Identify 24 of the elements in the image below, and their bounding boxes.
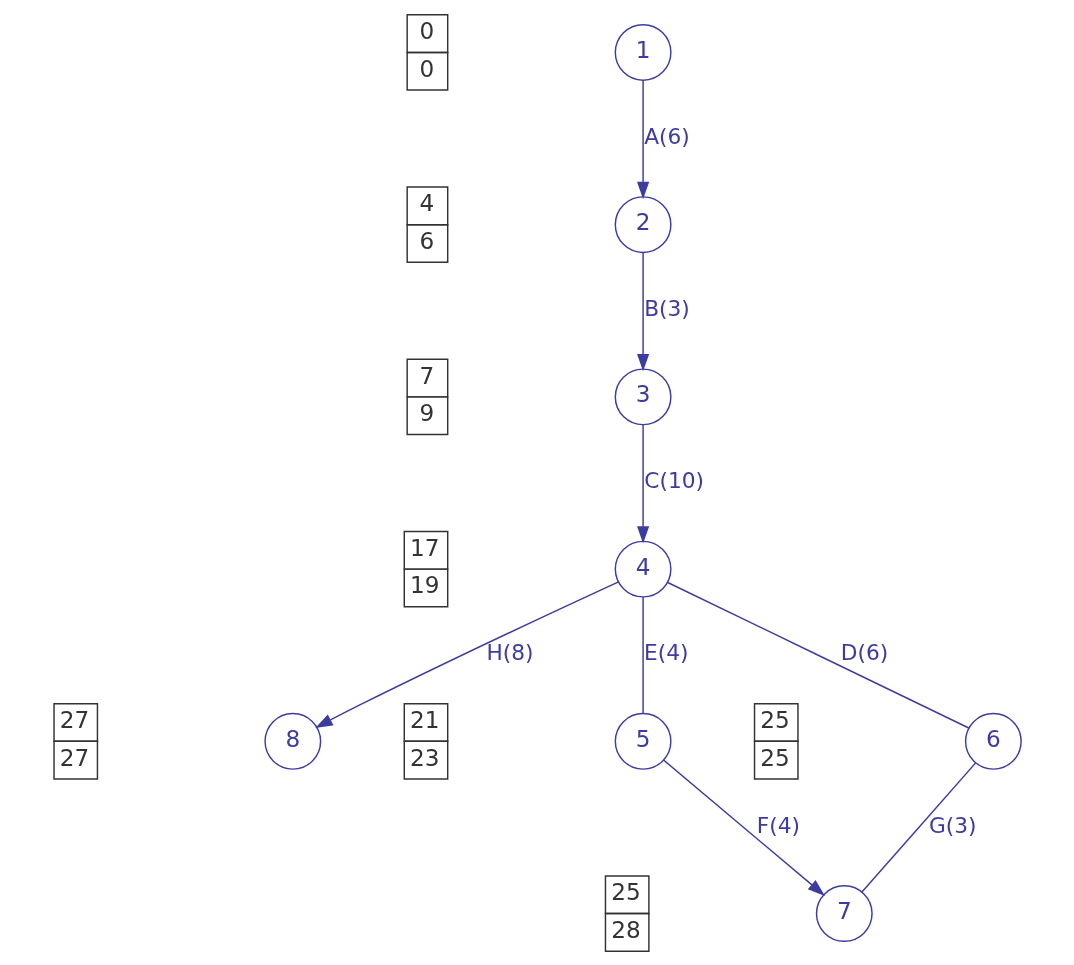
node-label: 27 [59,706,89,733]
edge-label: C(10) [643,467,704,493]
edge-label: G(3) [928,812,977,838]
node-label: 25 [759,744,790,771]
node-label: 6 [418,227,434,254]
node-label: 27 [59,744,89,771]
node-label: 25 [610,878,641,905]
edge-label: F(4) [756,812,800,838]
node-label: 7 [418,362,434,389]
node-label: 0 [418,17,434,44]
edge-label: B(3) [643,295,690,321]
node-label: 25 [759,706,790,733]
node-label: 28 [610,916,641,943]
node-label: 17 [409,534,440,561]
edge-label: A(6) [643,123,690,149]
edge-label: E(4) [643,639,688,665]
edge-label: D(6) [840,639,888,665]
node-label: 0 [418,55,434,82]
node-label: 4 [418,189,434,216]
edge-label: H(8) [485,639,533,665]
node-label: 21 [409,706,440,733]
node-label: 23 [409,744,440,771]
node-label: 9 [418,399,434,426]
node-label: 19 [409,571,440,598]
